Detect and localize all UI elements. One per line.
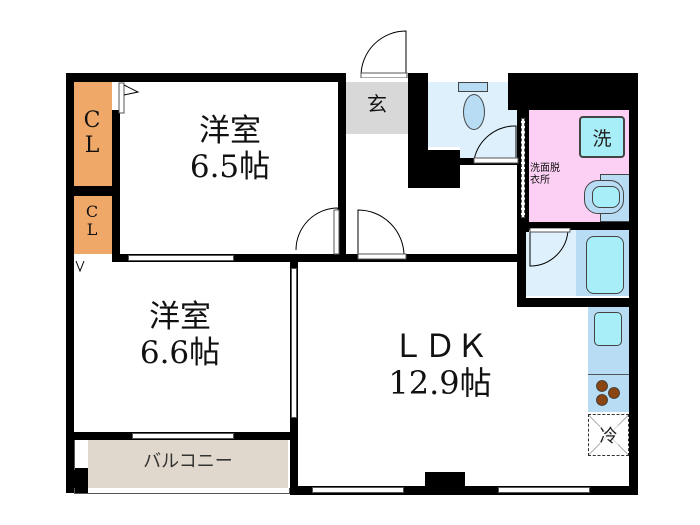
window-ldk-bottom-1 — [312, 487, 404, 493]
door-room1[interactable] — [294, 198, 340, 258]
western-room-2-name: 洋室 — [149, 299, 211, 335]
wall-bath-bottom — [517, 298, 638, 307]
door-bath[interactable] — [528, 228, 572, 268]
kitchen-sink — [594, 312, 622, 346]
wall-bath-left — [517, 222, 526, 307]
closet-2-label: C L — [85, 202, 99, 240]
window-ldk-bottom-2 — [498, 487, 590, 493]
door-entrance[interactable] — [356, 28, 408, 78]
entrance-label: 玄 — [367, 92, 387, 116]
window-room1 — [128, 255, 234, 261]
western-room-2-size: 6.6帖 — [139, 334, 221, 371]
bath-entry-area — [526, 230, 576, 296]
western-room-1-label: 洋室 6.5帖 — [150, 113, 310, 185]
window-room2-balcony — [132, 433, 234, 439]
wall-closet-right — [112, 110, 120, 260]
western-room-2-label: 洋室 6.6帖 — [100, 299, 260, 371]
door-toilet[interactable] — [470, 124, 520, 164]
closet-1-label: C L — [83, 108, 101, 159]
wall-left — [66, 73, 74, 473]
balcony-pillar — [66, 468, 88, 493]
balcony-label: バルコニー — [143, 451, 233, 472]
washing-machine-label: 洗 — [592, 127, 612, 150]
closet-2 — [72, 196, 112, 254]
washing-machine: 洗 — [579, 116, 625, 158]
ldk-size: 12.9帖 — [388, 363, 492, 402]
counter-divider — [588, 374, 629, 375]
refrigerator-space: 冷 — [588, 414, 629, 456]
wall-toilet-block — [408, 150, 460, 188]
closet-1 — [72, 82, 112, 186]
pillar-bottom — [425, 472, 465, 488]
wall-top-left — [66, 73, 346, 82]
window-room2-ldk — [291, 268, 297, 418]
wall-top-right — [508, 73, 638, 110]
wall-bottom — [290, 486, 638, 495]
window-washroom-partition — [521, 118, 525, 218]
door-closet-2[interactable] — [74, 259, 94, 275]
western-room-1-name: 洋室 — [199, 113, 261, 149]
wall-closet-divider — [72, 186, 112, 196]
western-room-1-size: 6.5帖 — [189, 148, 271, 185]
wall-room1-bottom — [112, 254, 522, 262]
door-closet-1[interactable] — [118, 82, 146, 116]
balcony-area — [88, 440, 288, 488]
balcony-rail — [74, 488, 290, 494]
washroom-label: 洗面脱 衣所 — [530, 163, 560, 186]
balcony-rail-left — [74, 440, 80, 470]
wall-bath-top — [517, 222, 638, 230]
refrigerator-label: 冷 — [599, 422, 618, 448]
entrance-area — [346, 82, 408, 134]
washbasin-sink — [592, 186, 620, 208]
wall-right — [629, 73, 638, 495]
toilet-tank — [458, 82, 488, 92]
stove-icon — [596, 380, 620, 406]
ldk-name: ＬＤＫ — [391, 327, 488, 365]
wall-room1-right — [338, 73, 346, 260]
door-ldk[interactable] — [356, 204, 408, 260]
toilet-bowl — [463, 94, 485, 130]
bathtub — [586, 236, 624, 294]
ldk-label: ＬＤＫ 12.9帖 — [355, 328, 525, 402]
